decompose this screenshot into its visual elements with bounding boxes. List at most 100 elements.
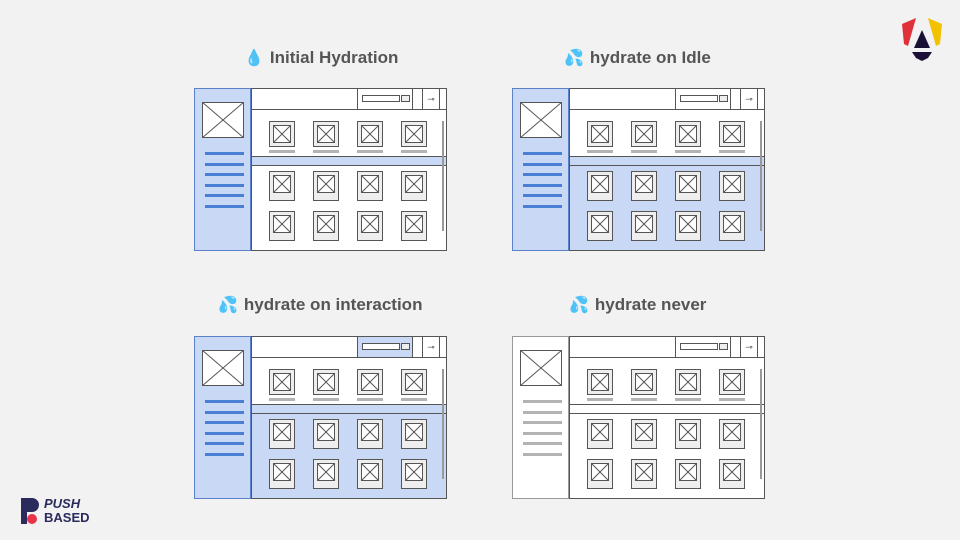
sidebar-nav-line xyxy=(523,183,562,187)
image-tile xyxy=(719,369,745,395)
scrollbar[interactable] xyxy=(442,121,444,231)
angular-logo-icon xyxy=(902,18,942,61)
sidebar-nav-line xyxy=(523,152,562,155)
image-tile xyxy=(269,171,295,201)
panel-title-text: hydrate on Idle xyxy=(589,48,711,67)
search-button[interactable] xyxy=(719,343,728,350)
search-input[interactable] xyxy=(362,95,400,102)
droplet-icon: 💧 xyxy=(244,50,264,67)
key-icon[interactable]: ⊸ xyxy=(740,89,758,109)
sidebar-nav-line xyxy=(205,194,244,198)
image-tile xyxy=(631,211,657,241)
push-based-logo: PUSH BASED xyxy=(20,497,90,525)
bottom-section xyxy=(252,166,446,250)
brand-line2: BASED xyxy=(44,510,90,525)
search-box[interactable] xyxy=(675,89,731,109)
search-button[interactable] xyxy=(401,95,410,102)
image-tile xyxy=(719,121,745,147)
bottom-section xyxy=(252,414,446,498)
panel-title-text: hydrate never xyxy=(594,295,707,314)
sidebar-nav-line xyxy=(205,421,244,425)
image-tile xyxy=(357,459,383,489)
header-bar: ⊸ xyxy=(570,337,764,358)
sidebar xyxy=(512,88,569,251)
image-tile xyxy=(313,171,339,201)
key-icon[interactable]: ⊸ xyxy=(740,337,758,357)
sidebar-nav-line xyxy=(523,173,562,177)
image-tile xyxy=(719,171,745,201)
image-tile xyxy=(675,459,701,489)
droplet-icon: 💦 xyxy=(218,297,238,314)
image-tile xyxy=(719,419,745,449)
panel-title: 💦 hydrate never xyxy=(569,295,706,315)
search-box[interactable] xyxy=(357,337,413,357)
tile-caption xyxy=(631,150,657,153)
image-tile xyxy=(587,121,613,147)
droplet-icon: 💦 xyxy=(569,297,589,314)
main-window: ⊸ xyxy=(569,88,765,251)
sidebar-nav-line xyxy=(523,453,562,456)
divider-band xyxy=(570,404,764,414)
panel-title: 💦 hydrate on interaction xyxy=(218,295,422,315)
brand-line1: PUSH xyxy=(44,496,81,511)
tile-caption xyxy=(313,150,339,153)
image-tile xyxy=(313,369,339,395)
sidebar xyxy=(512,336,569,499)
key-icon[interactable]: ⊸ xyxy=(422,89,440,109)
search-input[interactable] xyxy=(680,343,718,350)
divider-band xyxy=(570,156,764,166)
image-tile xyxy=(269,121,295,147)
scrollbar[interactable] xyxy=(442,369,444,479)
main-window: ⊸ xyxy=(251,88,447,251)
scrollbar[interactable] xyxy=(760,369,762,479)
search-input[interactable] xyxy=(362,343,400,350)
image-tile xyxy=(269,369,295,395)
image-tile xyxy=(587,171,613,201)
sidebar-nav-line xyxy=(205,442,244,446)
image-tile xyxy=(675,121,701,147)
top-section xyxy=(252,358,446,404)
sidebar-nav-line xyxy=(523,410,562,414)
image-tile xyxy=(401,121,427,147)
search-box[interactable] xyxy=(675,337,731,357)
sidebar-nav-line xyxy=(523,400,562,403)
panel-title-text: hydrate on interaction xyxy=(243,295,423,314)
tile-caption xyxy=(719,150,745,153)
tile-caption xyxy=(675,398,701,401)
image-tile xyxy=(401,171,427,201)
image-tile xyxy=(357,121,383,147)
sidebar-nav-line xyxy=(205,453,244,456)
image-tile xyxy=(401,459,427,489)
sidebar-nav-line xyxy=(205,410,244,414)
main-window: ⊸ xyxy=(569,336,765,499)
droplet-icon: 💦 xyxy=(564,50,584,67)
image-tile xyxy=(269,211,295,241)
bottom-section xyxy=(570,414,764,498)
search-button[interactable] xyxy=(401,343,410,350)
divider-band xyxy=(252,404,446,414)
image-tile xyxy=(269,459,295,489)
search-button[interactable] xyxy=(719,95,728,102)
search-input[interactable] xyxy=(680,95,718,102)
sidebar-nav-line xyxy=(205,431,244,435)
image-tile xyxy=(313,459,339,489)
tile-caption xyxy=(313,398,339,401)
scrollbar[interactable] xyxy=(760,121,762,231)
image-tile xyxy=(675,369,701,395)
hero-image-icon xyxy=(201,349,245,387)
image-tile xyxy=(675,171,701,201)
tile-caption xyxy=(631,398,657,401)
tile-caption xyxy=(401,398,427,401)
tile-caption xyxy=(675,150,701,153)
key-icon[interactable]: ⊸ xyxy=(422,337,440,357)
search-box[interactable] xyxy=(357,89,413,109)
header-bar: ⊸ xyxy=(252,89,446,110)
wireframe-panel: ⊸ xyxy=(194,88,447,251)
top-section xyxy=(570,110,764,156)
tile-caption xyxy=(357,398,383,401)
image-tile xyxy=(401,419,427,449)
image-tile xyxy=(675,419,701,449)
tile-caption xyxy=(269,398,295,401)
image-tile xyxy=(401,211,427,241)
image-tile xyxy=(631,369,657,395)
